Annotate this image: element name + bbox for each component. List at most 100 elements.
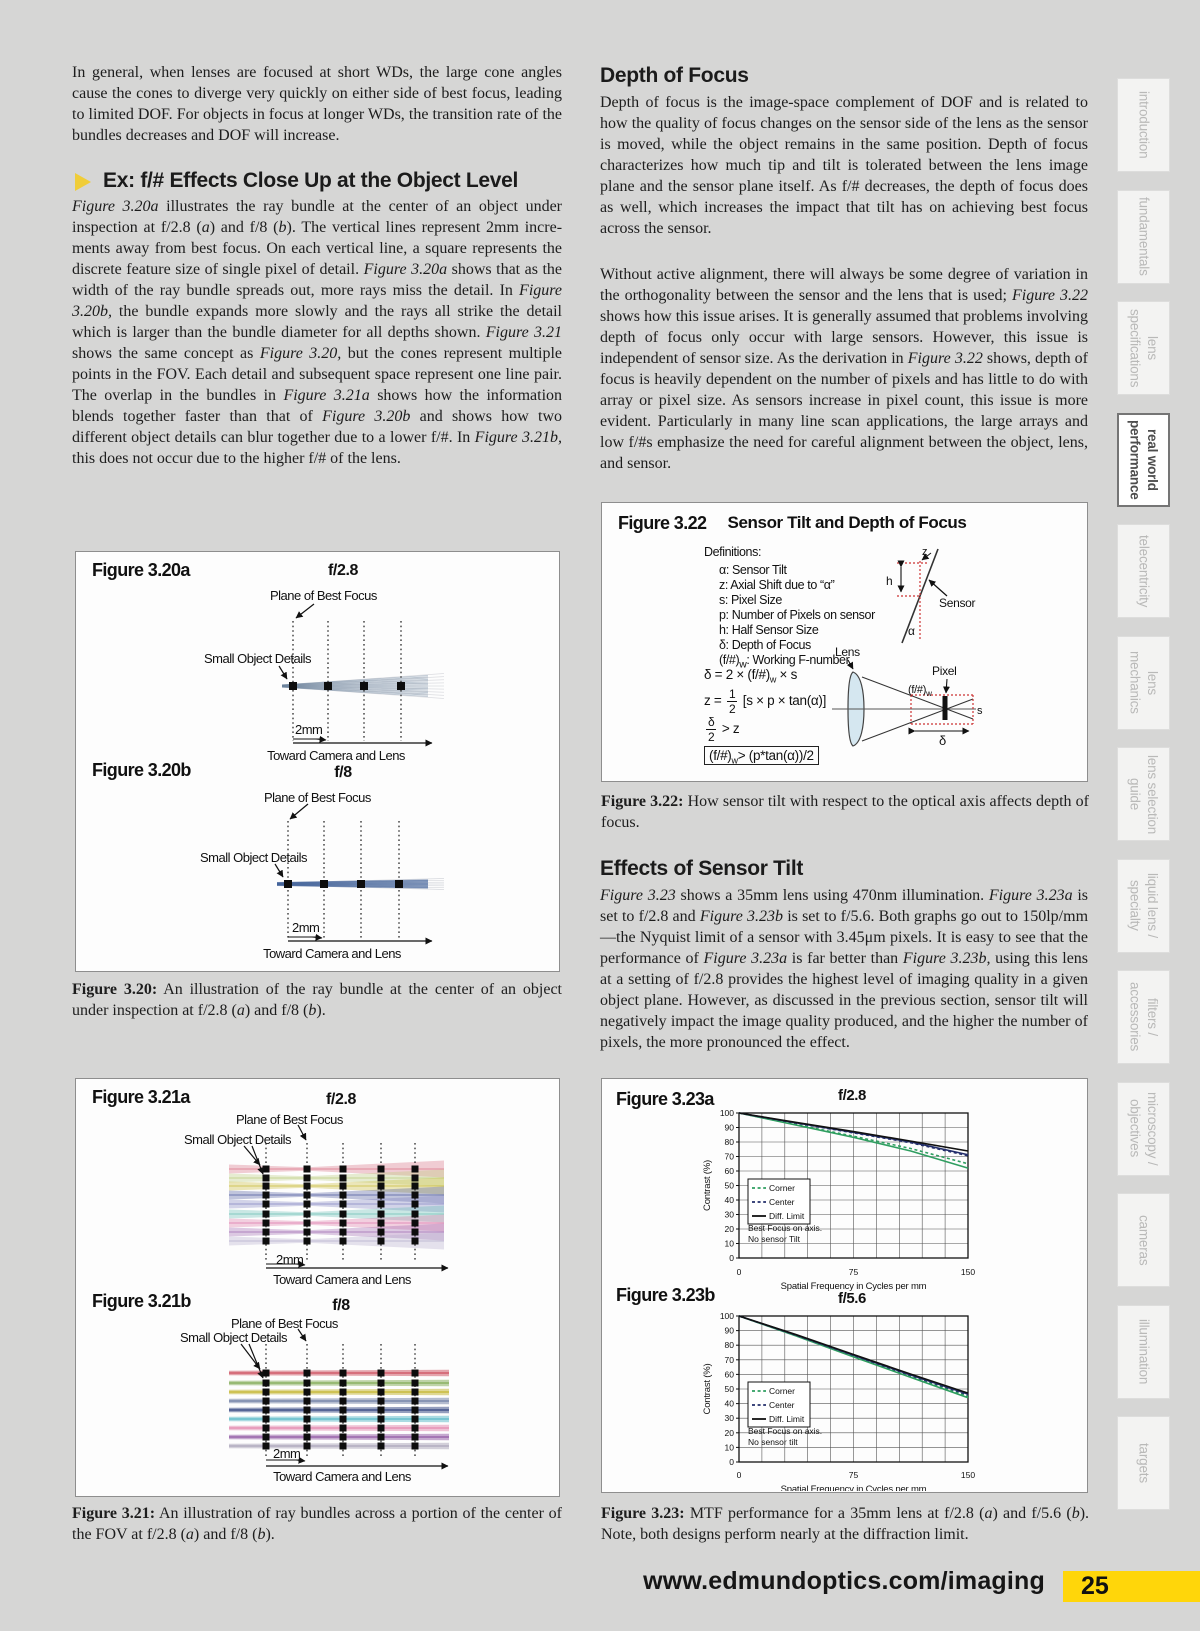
scale-label-a: 2mm	[295, 722, 323, 737]
alpha-label: α	[908, 624, 915, 638]
svg-text:Corner: Corner	[769, 1183, 795, 1193]
svg-text:90: 90	[725, 1123, 735, 1133]
lens-label: Lens	[835, 645, 860, 659]
definition-item: δ: Depth of Focus	[719, 638, 811, 652]
pixel-size-label: s	[977, 705, 983, 717]
small-object-details-label-b: Small Object Details	[180, 1330, 288, 1345]
section-heading-fnum-effects: Ex: f/# Effects Close Up at the Object L…	[103, 169, 519, 192]
definition-item: s: Pixel Size	[719, 593, 782, 607]
svg-text:150: 150	[961, 1267, 975, 1277]
tab-telecentricity[interactable]: telecentricity	[1117, 524, 1170, 618]
tab-illumination[interactable]: illumination	[1117, 1304, 1170, 1399]
svg-text:50: 50	[725, 1181, 735, 1191]
svg-text:0: 0	[737, 1470, 742, 1480]
sensor-label: Sensor	[939, 596, 976, 610]
tab-liquid-lens-specialty[interactable]: liquid lens /specialty	[1117, 858, 1170, 953]
small-object-details-label-a: Small Object Details	[184, 1132, 292, 1147]
svg-text:100: 100	[720, 1311, 734, 1321]
tab-introduction[interactable]: introduction	[1117, 78, 1170, 172]
pixel-label: Pixel	[932, 664, 957, 678]
figure-3-21-diagram	[229, 1124, 449, 1470]
figure-3-21-caption: Figure 3.21: An illustration of ray bund…	[72, 1505, 562, 1543]
figure-3-22-title: Sensor Tilt and Depth of Focus	[727, 513, 967, 532]
tab-cameras[interactable]: cameras	[1117, 1193, 1170, 1287]
left-paragraph-1: In general, when lenses are focused at s…	[72, 64, 562, 144]
svg-text:70: 70	[725, 1152, 735, 1162]
tab-fundamentals[interactable]: fundamentals	[1117, 189, 1170, 284]
axis-label-b: Toward Camera and Lens	[263, 946, 401, 961]
svg-text:30: 30	[725, 1413, 735, 1423]
figure-3-20b-label: Figure 3.20b	[92, 760, 191, 780]
svg-text:Center: Center	[769, 1197, 795, 1207]
svg-text:Best Focus on axis.: Best Focus on axis.	[748, 1223, 822, 1233]
svg-text:100: 100	[720, 1108, 734, 1118]
right-paragraph-2: Without active alignment, there will alw…	[600, 266, 1088, 472]
definitions-title: Definitions:	[704, 545, 762, 559]
svg-text:75: 75	[849, 1470, 859, 1480]
svg-text:40: 40	[725, 1195, 735, 1205]
z-label: z	[922, 546, 927, 558]
depth-of-focus-heading: Depth of Focus	[600, 64, 749, 87]
svg-text:70: 70	[725, 1355, 735, 1365]
tab-targets[interactable]: targets	[1117, 1416, 1170, 1510]
scale-label-b: 2mm	[273, 1446, 301, 1461]
figure-3-23a-chart-title: f/2.8	[837, 1087, 866, 1104]
tab-filters-accessories[interactable]: filters /accessories	[1117, 970, 1170, 1064]
svg-text:Diff. Limit: Diff. Limit	[769, 1414, 805, 1424]
svg-text:40: 40	[725, 1399, 735, 1409]
tab-microscopy-objectives[interactable]: microscopy /objectives	[1117, 1081, 1170, 1176]
figure-3-23a-label: Figure 3.23a	[616, 1089, 714, 1109]
svg-text:50: 50	[725, 1384, 735, 1394]
section-bullet-icon	[75, 173, 91, 191]
effects-of-sensor-tilt-heading: Effects of Sensor Tilt	[600, 857, 804, 880]
axis-label-b: Toward Camera and Lens	[273, 1469, 411, 1484]
left-paragraph-2: Figure 3.20a illustrates the ray bundle …	[72, 198, 563, 467]
svg-text:90: 90	[725, 1326, 735, 1336]
figure-3-20-caption: Figure 3.20: An illustration of the ray …	[72, 981, 563, 1019]
small-object-details-label-b: Small Object Details	[200, 850, 308, 865]
definition-item: h: Half Sensor Size	[719, 623, 819, 637]
svg-text:150: 150	[961, 1470, 975, 1480]
figure-3-20-diagram	[274, 603, 445, 945]
svg-text:Best Focus on axis.: Best Focus on axis.	[748, 1426, 822, 1436]
plane-of-best-focus-label-b: Plane of Best Focus	[264, 790, 371, 805]
svg-text:No sensor Tilt: No sensor Tilt	[748, 1234, 801, 1244]
svg-text:0: 0	[729, 1457, 734, 1467]
plane-of-best-focus-label-a: Plane of Best Focus	[270, 588, 377, 603]
figure-3-21b-label: Figure 3.21b	[92, 1291, 191, 1311]
definition-item: z: Axial Shift due to “α”	[719, 578, 835, 592]
figure-3-21a-label: Figure 3.21a	[92, 1087, 190, 1107]
svg-text:Corner: Corner	[769, 1386, 795, 1396]
svg-text:Spatial Frequency in Cycles pe: Spatial Frequency in Cycles per mm	[781, 1484, 927, 1491]
scale-label-a: 2mm	[276, 1252, 304, 1267]
figure-3-20a-title: f/2.8	[327, 562, 359, 579]
formula-depth-of-focus: δ = 2 × (f/#)w × s	[704, 667, 798, 685]
svg-text:Diff. Limit: Diff. Limit	[769, 1211, 805, 1221]
figure-3-23b-label: Figure 3.23b	[616, 1285, 715, 1305]
svg-text:Center: Center	[769, 1400, 795, 1410]
svg-text:Contrast (%): Contrast (%)	[702, 1160, 713, 1211]
figure-3-22-caption: Figure 3.22: How sensor tilt with respec…	[601, 793, 1090, 831]
footer-url[interactable]: www.edmundoptics.com/imaging	[643, 1567, 1045, 1595]
axis-label-a: Toward Camera and Lens	[273, 1272, 411, 1287]
right-paragraph-3: Figure 3.23 shows a 35mm lens using 470n…	[600, 887, 1089, 1051]
svg-text:60: 60	[725, 1166, 735, 1176]
svg-text:80: 80	[725, 1340, 735, 1350]
h-label: h	[886, 574, 892, 588]
figure-3-23-caption: Figure 3.23: MTF performance for a 35mm …	[601, 1505, 1090, 1543]
definition-item: (f/#)w: Working F-number	[719, 653, 850, 671]
svg-text:75: 75	[849, 1267, 859, 1277]
small-object-details-label-a: Small Object Details	[204, 651, 312, 666]
working-fnum-label: (f/#)w	[908, 684, 932, 698]
svg-text:60: 60	[725, 1369, 735, 1379]
figure-3-21-box: Figure 3.21a f/2.8 Plane of Best Focus S…	[75, 1078, 560, 1497]
svg-text:80: 80	[725, 1137, 735, 1147]
figure-3-20-box: Figure 3.20a f/2.8 Plane of Best Focus S…	[75, 551, 560, 972]
